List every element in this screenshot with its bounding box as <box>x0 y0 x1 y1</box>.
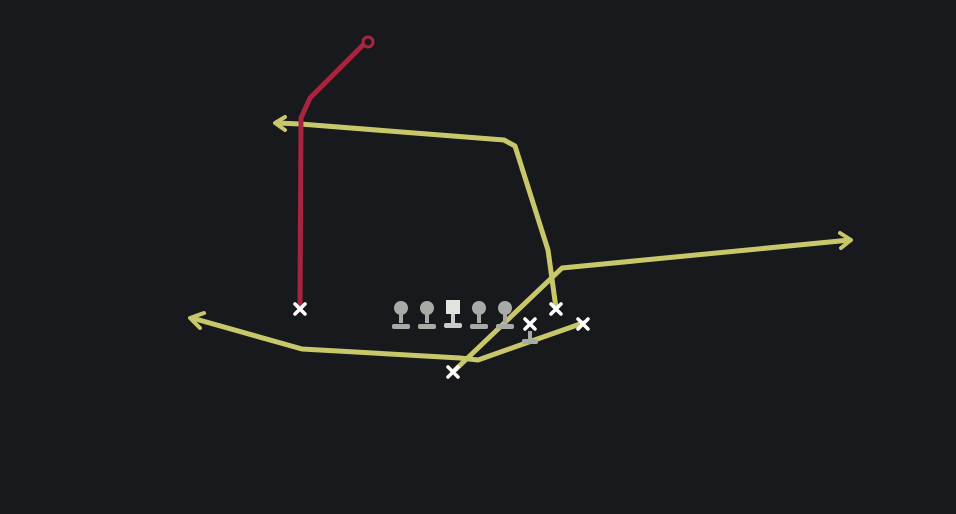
red-route-endpoint <box>361 35 375 49</box>
lineman-icon <box>392 301 410 329</box>
x-mark-icon <box>293 302 307 316</box>
center-icon <box>444 300 462 328</box>
offensive-line <box>392 300 538 344</box>
x-mark-icon <box>549 302 563 316</box>
x-mark-icon <box>576 317 590 331</box>
top-left-route-arrowhead <box>273 115 287 132</box>
lineman-icon <box>418 301 436 329</box>
red-route <box>297 39 369 309</box>
receivers-layer <box>293 302 590 379</box>
tight-end-stance-icon <box>522 331 538 344</box>
lineman-icon <box>470 301 488 329</box>
right-deep-route <box>452 237 853 373</box>
lineman-icon <box>496 301 514 329</box>
top-left-route <box>274 120 559 311</box>
x-mark-icon <box>446 365 460 379</box>
right-deep-route-arrowhead <box>838 231 853 250</box>
left-flat-route-arrowhead <box>188 311 206 330</box>
x-mark-icon <box>523 317 537 331</box>
routes-layer <box>188 35 853 373</box>
